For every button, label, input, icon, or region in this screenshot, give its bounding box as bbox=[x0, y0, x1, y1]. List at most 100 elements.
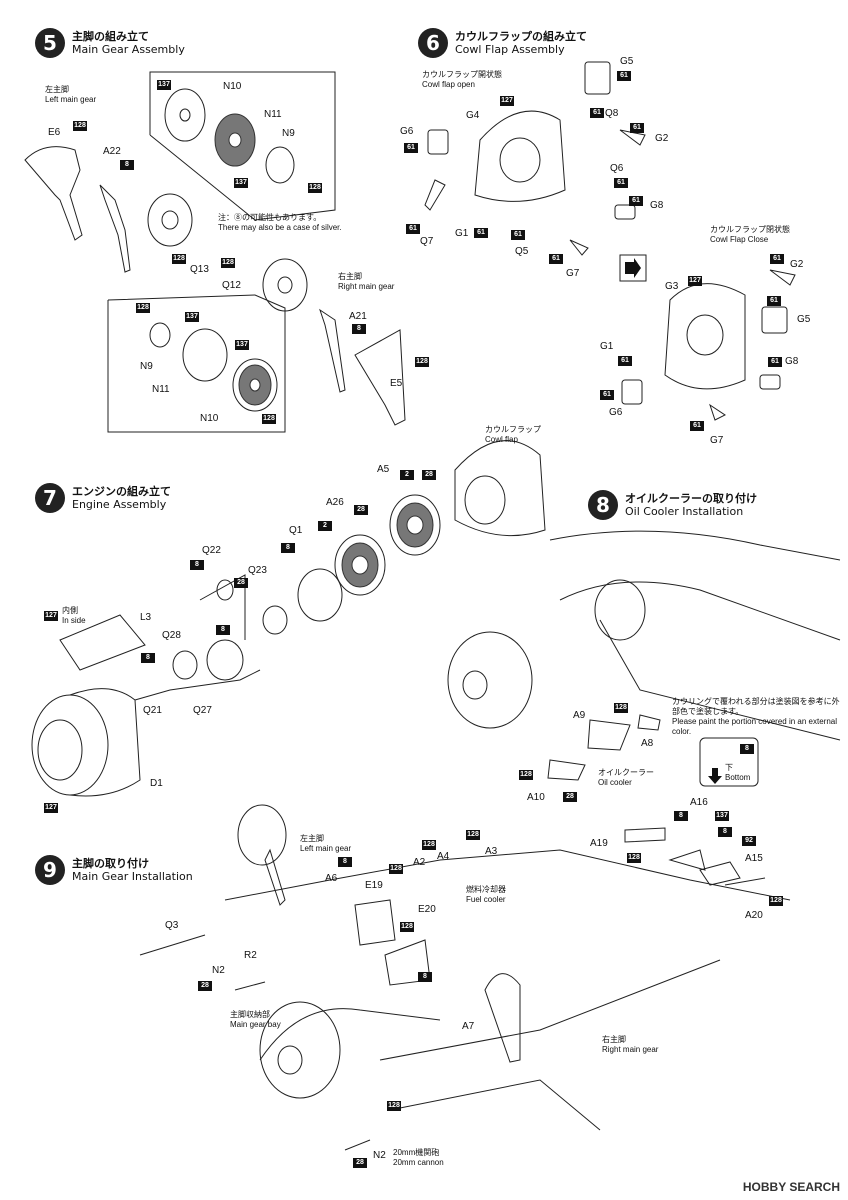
paint-tag: 61 bbox=[630, 123, 644, 133]
step-8-number: 8 bbox=[588, 490, 618, 520]
paint-tag: 8 bbox=[281, 543, 295, 553]
caption-inside-jp: 内側 bbox=[62, 606, 78, 615]
part-q6: Q6 bbox=[610, 163, 624, 174]
paint-tag: 61 bbox=[617, 71, 631, 81]
step-9-number: 9 bbox=[35, 855, 65, 885]
paint-tag: 28 bbox=[198, 981, 212, 991]
part-q3: Q3 bbox=[165, 920, 179, 931]
part-g1-open: G1 bbox=[455, 228, 469, 239]
paint-tag: 137 bbox=[234, 178, 248, 188]
part-g8-open: G8 bbox=[650, 200, 664, 211]
paint-tag: 128 bbox=[262, 414, 276, 424]
step-8-title-en: Oil Cooler Installation bbox=[625, 505, 744, 518]
paint-tag: 128 bbox=[73, 121, 87, 131]
step-5-number: 5 bbox=[35, 28, 65, 58]
part-g5-open: G5 bbox=[620, 56, 634, 67]
caption-gear-bay-jp: 主脚収納部 bbox=[230, 1010, 270, 1019]
paint-tag: 28 bbox=[422, 470, 436, 480]
caption-cannon-jp: 20mm機関砲 bbox=[393, 1148, 440, 1157]
part-e20: E20 bbox=[418, 904, 436, 915]
part-g4: G4 bbox=[466, 110, 480, 121]
caption-cowl-flap-en: Cowl flap bbox=[485, 435, 518, 444]
paint-tag: 128 bbox=[466, 830, 480, 840]
part-n2-lower: N2 bbox=[373, 1150, 386, 1161]
part-q28: Q28 bbox=[162, 630, 181, 641]
part-n2-upper: N2 bbox=[212, 965, 225, 976]
paint-tag: 137 bbox=[715, 811, 729, 821]
paint-tag: 61 bbox=[590, 108, 604, 118]
paint-tag: 61 bbox=[600, 390, 614, 400]
caption-left-main-gear-jp: 左主脚 bbox=[45, 85, 69, 94]
part-r2: R2 bbox=[244, 950, 257, 961]
paint-tag: 128 bbox=[136, 303, 150, 313]
caption-paint-note: カウリングで覆われる部分は塗装図を参考に外部色で塗装します。Please pai… bbox=[672, 697, 842, 737]
paint-tag: 2 bbox=[318, 521, 332, 531]
paint-tag: 127 bbox=[500, 96, 514, 106]
paint-tag: 61 bbox=[770, 254, 784, 264]
part-a6: A6 bbox=[325, 873, 338, 884]
part-g3: G3 bbox=[665, 281, 679, 292]
caption-gear-bay-en: Main gear bay bbox=[230, 1020, 281, 1029]
paint-tag: 92 bbox=[742, 836, 756, 846]
paint-tag: 127 bbox=[688, 276, 702, 286]
step-9-title-jp: 主脚の取り付け bbox=[72, 857, 149, 870]
paint-tag: 8 bbox=[718, 827, 732, 837]
paint-tag: 137 bbox=[157, 80, 171, 90]
watermark: HOBBY SEARCH bbox=[742, 1180, 840, 1194]
part-n9-bottom: N9 bbox=[140, 361, 153, 372]
paint-tag: 8 bbox=[740, 744, 754, 754]
caption-bottom-jp: 下 bbox=[725, 763, 733, 772]
paint-tag: 127 bbox=[44, 803, 58, 813]
paint-tag: 137 bbox=[185, 312, 199, 322]
part-d1: D1 bbox=[150, 778, 163, 789]
caption-inside-en: In side bbox=[62, 616, 86, 625]
part-a19: A19 bbox=[590, 838, 608, 849]
caption-oil-cooler-jp: オイルクーラー bbox=[598, 768, 654, 777]
part-q22: Q22 bbox=[202, 545, 221, 556]
part-g7-close: G7 bbox=[710, 435, 724, 446]
paint-tag: 28 bbox=[563, 792, 577, 802]
part-n11-top: N11 bbox=[264, 109, 282, 120]
caption-fuel-cooler-jp: 燃料冷却器 bbox=[466, 885, 506, 894]
caption-left-main-gear-9-en: Left main gear bbox=[300, 844, 352, 853]
part-a16: A16 bbox=[690, 797, 708, 808]
paint-tag: 128 bbox=[519, 770, 533, 780]
paint-tag: 28 bbox=[354, 505, 368, 515]
part-a3: A3 bbox=[485, 846, 498, 857]
part-q13: Q13 bbox=[190, 264, 209, 275]
step-5-title-en: Main Gear Assembly bbox=[72, 43, 185, 56]
caption-right-main-gear-jp: 右主脚 bbox=[338, 272, 362, 281]
part-q7: Q7 bbox=[420, 236, 434, 247]
step-9-title-en: Main Gear Installation bbox=[72, 870, 193, 883]
paint-tag: 61 bbox=[404, 143, 418, 153]
step-8-title-jp: オイルクーラーの取り付け bbox=[625, 492, 757, 505]
part-e19: E19 bbox=[365, 880, 383, 891]
part-a4: A4 bbox=[437, 851, 450, 862]
caption-cowl-open-jp: カウルフラップ開状態 bbox=[422, 70, 502, 79]
part-g5-close: G5 bbox=[797, 314, 811, 325]
paint-tag: 61 bbox=[549, 254, 563, 264]
paint-tag: 61 bbox=[474, 228, 488, 238]
paint-tag: 61 bbox=[406, 224, 420, 234]
part-n11-bottom: N11 bbox=[152, 384, 170, 395]
part-q8: Q8 bbox=[605, 108, 619, 119]
part-a21: A21 bbox=[349, 311, 367, 322]
paint-tag: 128 bbox=[614, 703, 628, 713]
paint-tag: 61 bbox=[614, 178, 628, 188]
part-q1: Q1 bbox=[289, 525, 303, 536]
step-6-number: 6 bbox=[418, 28, 448, 58]
part-a26: A26 bbox=[326, 497, 344, 508]
paint-tag: 28 bbox=[234, 578, 248, 588]
paint-tag: 28 bbox=[353, 1158, 367, 1168]
